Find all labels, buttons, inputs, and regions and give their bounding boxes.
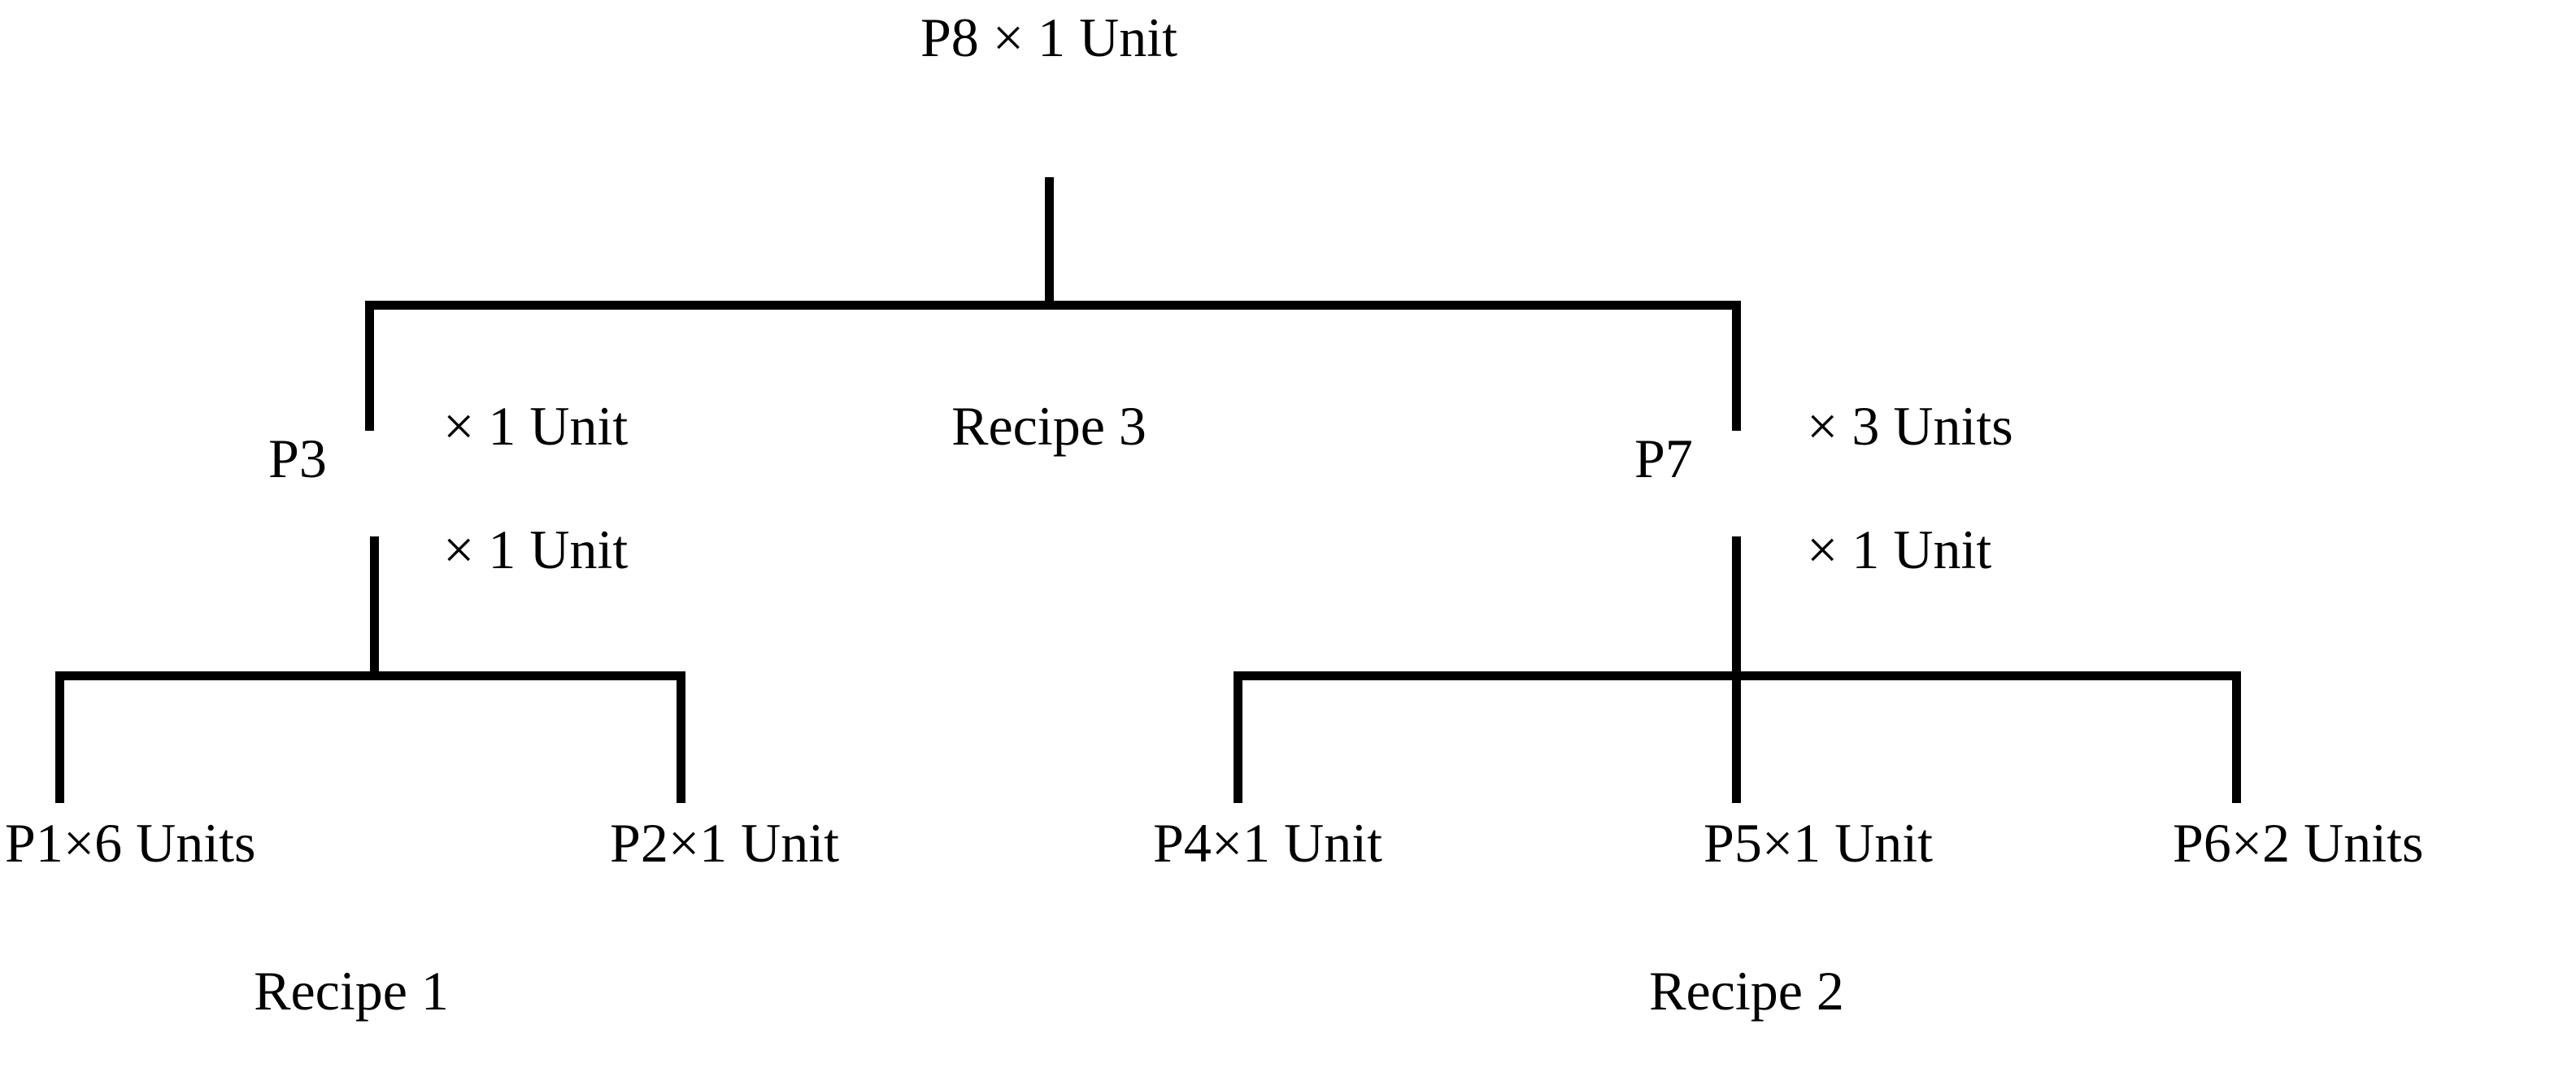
node-p7-qty-below: × 1 Unit [1807, 519, 1992, 580]
connector-p7-stem [1732, 536, 1741, 679]
connector-recipe3-horizontal [365, 301, 1741, 310]
connector-recipe3-right-drop [1732, 301, 1741, 431]
node-p7-label: P7 [1634, 428, 1693, 489]
recipe-2-label: Recipe 2 [1649, 960, 1844, 1022]
leaf-node-p4-label: P4×1 Unit [1153, 812, 1383, 874]
node-p7-qty-above: × 3 Units [1807, 395, 2013, 457]
connector-recipe2-drop-p6 [2232, 671, 2241, 803]
recipe-1-label: Recipe 1 [254, 960, 449, 1022]
connector-recipe1-horizontal [55, 671, 685, 680]
root-node-p8-label: P8 × 1 Unit [920, 7, 1178, 68]
recipe-3-label: Recipe 3 [951, 395, 1147, 457]
leaf-node-p1-label: P1×6 Units [5, 812, 256, 874]
node-p3-label: P3 [268, 428, 327, 489]
connector-recipe3-left-drop [365, 301, 374, 431]
connector-recipe2-drop-p4 [1234, 671, 1242, 803]
leaf-node-p2-label: P2×1 Unit [610, 812, 840, 874]
connector-recipe2-drop-p5 [1732, 671, 1741, 803]
connector-recipe1-drop-p1 [55, 671, 64, 803]
node-p3-qty-below: × 1 Unit [443, 519, 629, 580]
leaf-node-p5-label: P5×1 Unit [1704, 812, 1934, 874]
leaf-node-p6-label: P6×2 Units [2173, 812, 2424, 874]
connector-root-stem [1045, 177, 1054, 306]
connector-recipe1-drop-p2 [677, 671, 685, 803]
connector-p3-stem [370, 536, 379, 679]
node-p3-qty-above: × 1 Unit [443, 395, 629, 457]
